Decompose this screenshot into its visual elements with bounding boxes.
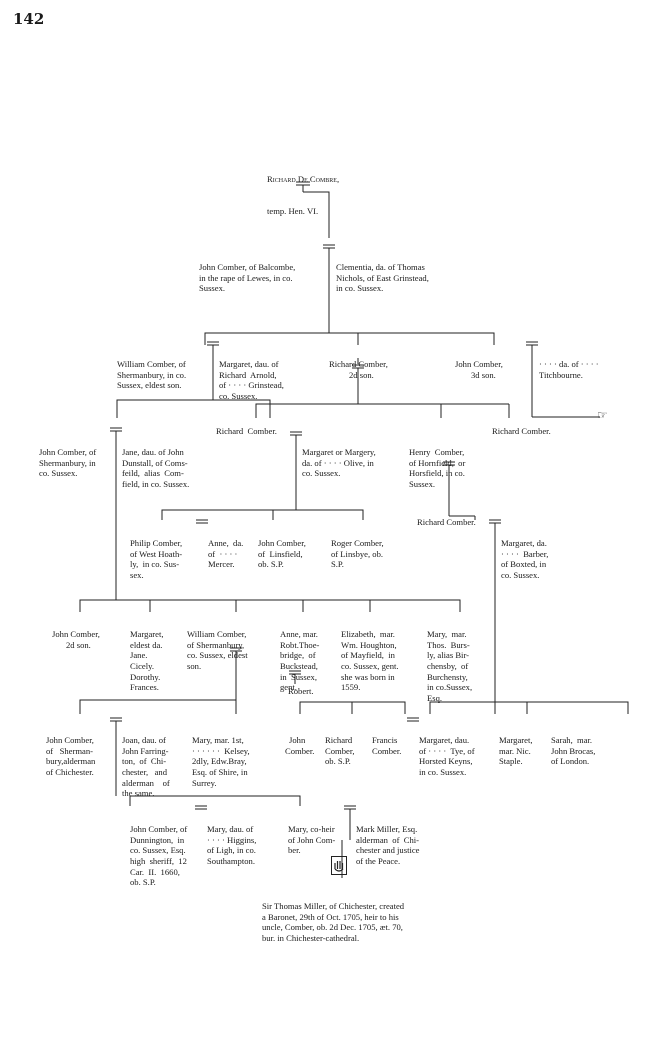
roger-comber: Roger Comber,of Linsbye, ob.S.P.: [331, 538, 384, 570]
mark-miller: Mark Miller, Esq.alderman of Chi-chester…: [356, 824, 420, 866]
sarah-brocas: Sarah, mar.John Brocas,of London.: [551, 735, 596, 767]
pointing-hand-icon: ☞: [597, 408, 608, 422]
richard-comber-a: Richard Comber.: [216, 426, 277, 436]
william-comber-shermanbury: William Comber,of Shermanbury,co. Sussex…: [187, 629, 248, 671]
mary-kelsey-bray: Mary, mar. 1st,· · · · · · Kelsey,2dly, …: [192, 735, 250, 788]
anne-mercer: Anne, da.of · · · ·Mercer.: [208, 538, 244, 570]
root-person: Richard De Combre, temp. Hen. VI.: [267, 174, 340, 216]
margaret-olive: Margaret or Margery,da. of · · · · Olive…: [302, 447, 376, 479]
john-comber-linsfield: John Comber,of Linsfield,ob. S.P.: [258, 538, 306, 570]
mary-higgins: Mary, dau. of· · · · Higgins,of Ligh, in…: [207, 824, 257, 866]
sir-thomas-miller: Sir Thomas Miller, of Chichester, create…: [262, 901, 405, 943]
richard-comber-boxted: Richard Comber.: [417, 517, 476, 527]
page-number: 142: [13, 10, 45, 28]
richard-comber-2d: Richard Comber,2d son.: [329, 359, 388, 380]
margaret-barber: Margaret, da.· · · · Barber,of Boxted, i…: [501, 538, 549, 580]
john-comber-2d-son: John Comber,2d son.: [52, 629, 100, 650]
baronet-badge-icon: [331, 856, 347, 875]
richard-comber-b: Richard Comber.: [492, 426, 551, 436]
mary-bursly: Mary, mar.Thos. Burs-ly, alias Bir-chens…: [427, 629, 473, 703]
titchbourne: · · · · da. of · · · ·Titchbourne.: [539, 359, 599, 380]
margaret-staple: Margaret,mar. Nic.Staple.: [499, 735, 533, 767]
robert: Robert.: [288, 686, 314, 696]
philip-comber: Philip Comber,of West Hoath-ly, in co. S…: [130, 538, 183, 580]
margaret-and-sisters: Margaret,eldest da.Jane.Cicely.Dorothy.F…: [130, 629, 164, 693]
elizabeth-houghton: Elizabeth, mar.Wm. Houghton,of Mayfield,…: [341, 629, 399, 693]
john-comber-3d: John Comber,3d son.: [455, 359, 503, 380]
john-comber-balcombe: John Comber, of Balcombe,in the rape of …: [199, 262, 296, 294]
